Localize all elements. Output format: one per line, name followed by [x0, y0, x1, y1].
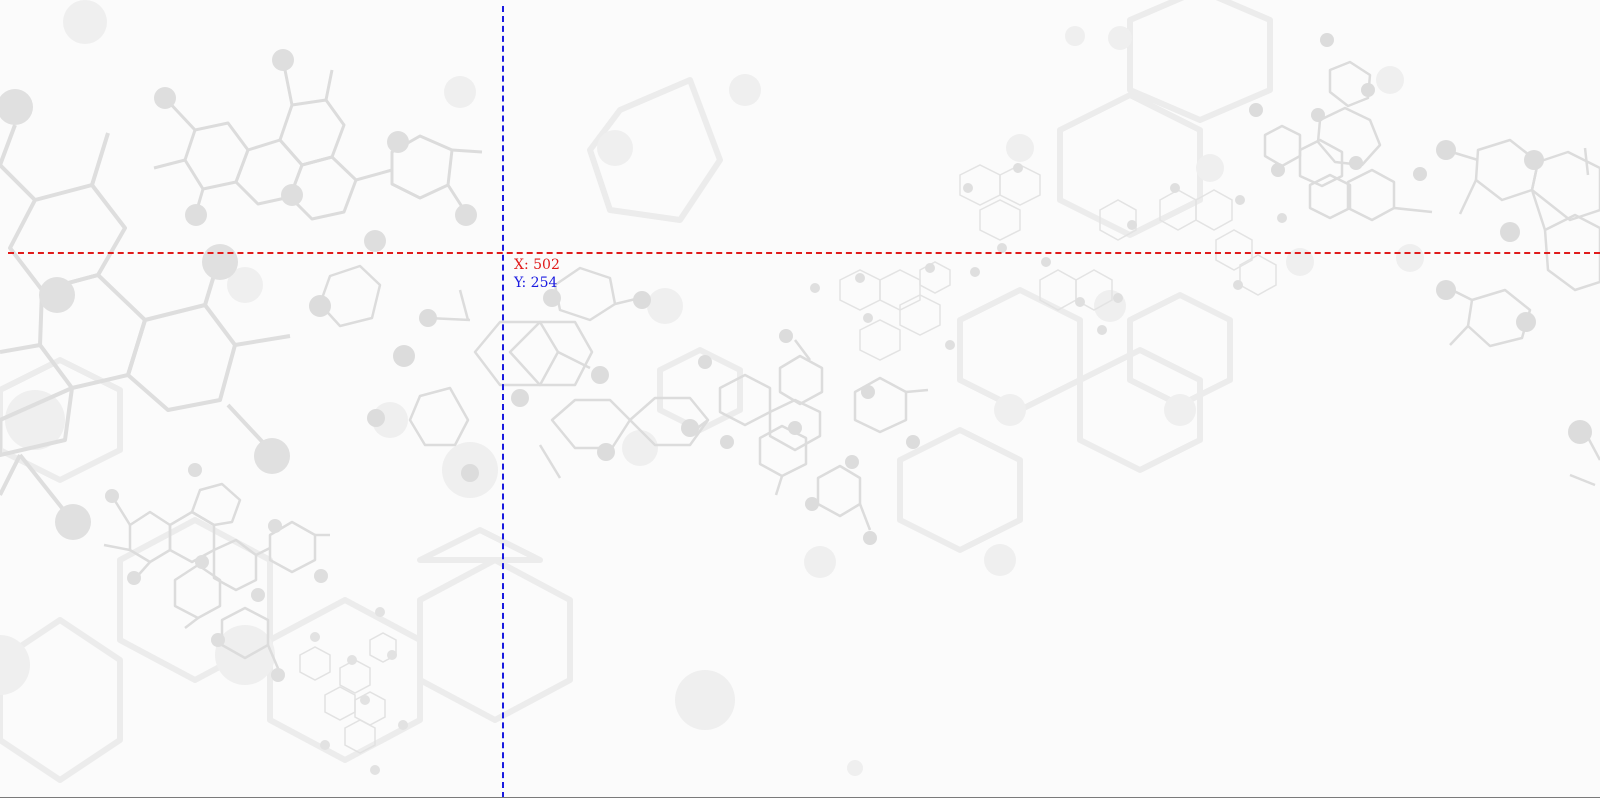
molecule-top-right [1263, 60, 1600, 487]
crosshair-horizontal-line [8, 252, 1600, 254]
molecule-bottom-tiny-atoms [310, 607, 408, 775]
x-coordinate-label: X: 502 [514, 257, 560, 273]
molecule-bottom-left-atoms [105, 463, 328, 682]
molecule-top-left-atoms [154, 49, 477, 252]
molecule-bottom-tiny [299, 632, 397, 754]
molecule-top-left [153, 59, 483, 221]
faint-atom-dots [0, 0, 1424, 776]
molecule-center-chain [318, 264, 929, 531]
molecule-center-right-atoms [810, 163, 1287, 350]
crosshair-vertical-line [502, 6, 504, 798]
molecule-top-right-atoms [1249, 33, 1592, 444]
faint-hex-network [0, 0, 1273, 783]
molecule-center-atoms [309, 289, 920, 545]
molecule-bottom-left [103, 482, 330, 674]
molecule-left-large [0, 124, 291, 520]
y-coordinate-label: Y: 254 [514, 275, 558, 291]
